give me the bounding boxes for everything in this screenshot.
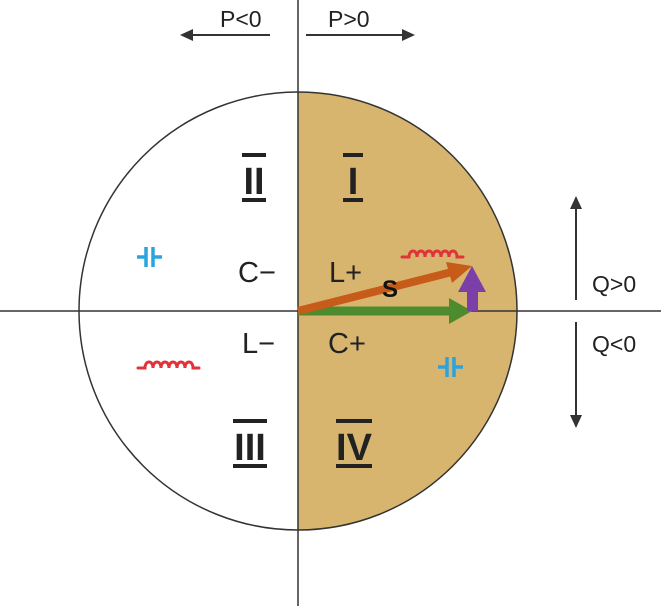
inductor-icon (136, 360, 201, 370)
q-negative-label: Q<0 (592, 331, 636, 357)
region-l-plus: L+ (329, 257, 362, 289)
quadrant-iii-label: III (233, 419, 267, 469)
p-negative-arrow (180, 29, 270, 41)
q-negative-arrow (570, 322, 582, 428)
region-l-minus: L− (242, 328, 275, 360)
quadrant-iv-label: IV (336, 419, 373, 469)
svg-text:IV: IV (336, 427, 373, 469)
q-positive-arrow (570, 196, 582, 300)
quadrant-ii-label: II (242, 153, 266, 203)
region-c-minus: C− (238, 257, 276, 289)
svg-text:I: I (348, 161, 359, 203)
svg-text:III: III (234, 427, 266, 469)
q-positive-label: Q>0 (592, 271, 636, 297)
apparent-power-vector (297, 262, 472, 315)
region-c-plus: C+ (328, 328, 366, 360)
active-power-vector (298, 298, 472, 324)
p-positive-arrow (306, 29, 415, 41)
vector-s-label: S (382, 276, 398, 303)
capacitor-icon (438, 357, 463, 377)
reactive-power-vector (458, 266, 486, 311)
p-negative-label: P<0 (220, 6, 262, 32)
svg-text:II: II (243, 161, 264, 203)
capacitor-icon (137, 247, 162, 267)
p-positive-label: P>0 (328, 6, 370, 32)
quadrant-i-label: I (343, 153, 363, 203)
inductor-icon (400, 249, 465, 259)
